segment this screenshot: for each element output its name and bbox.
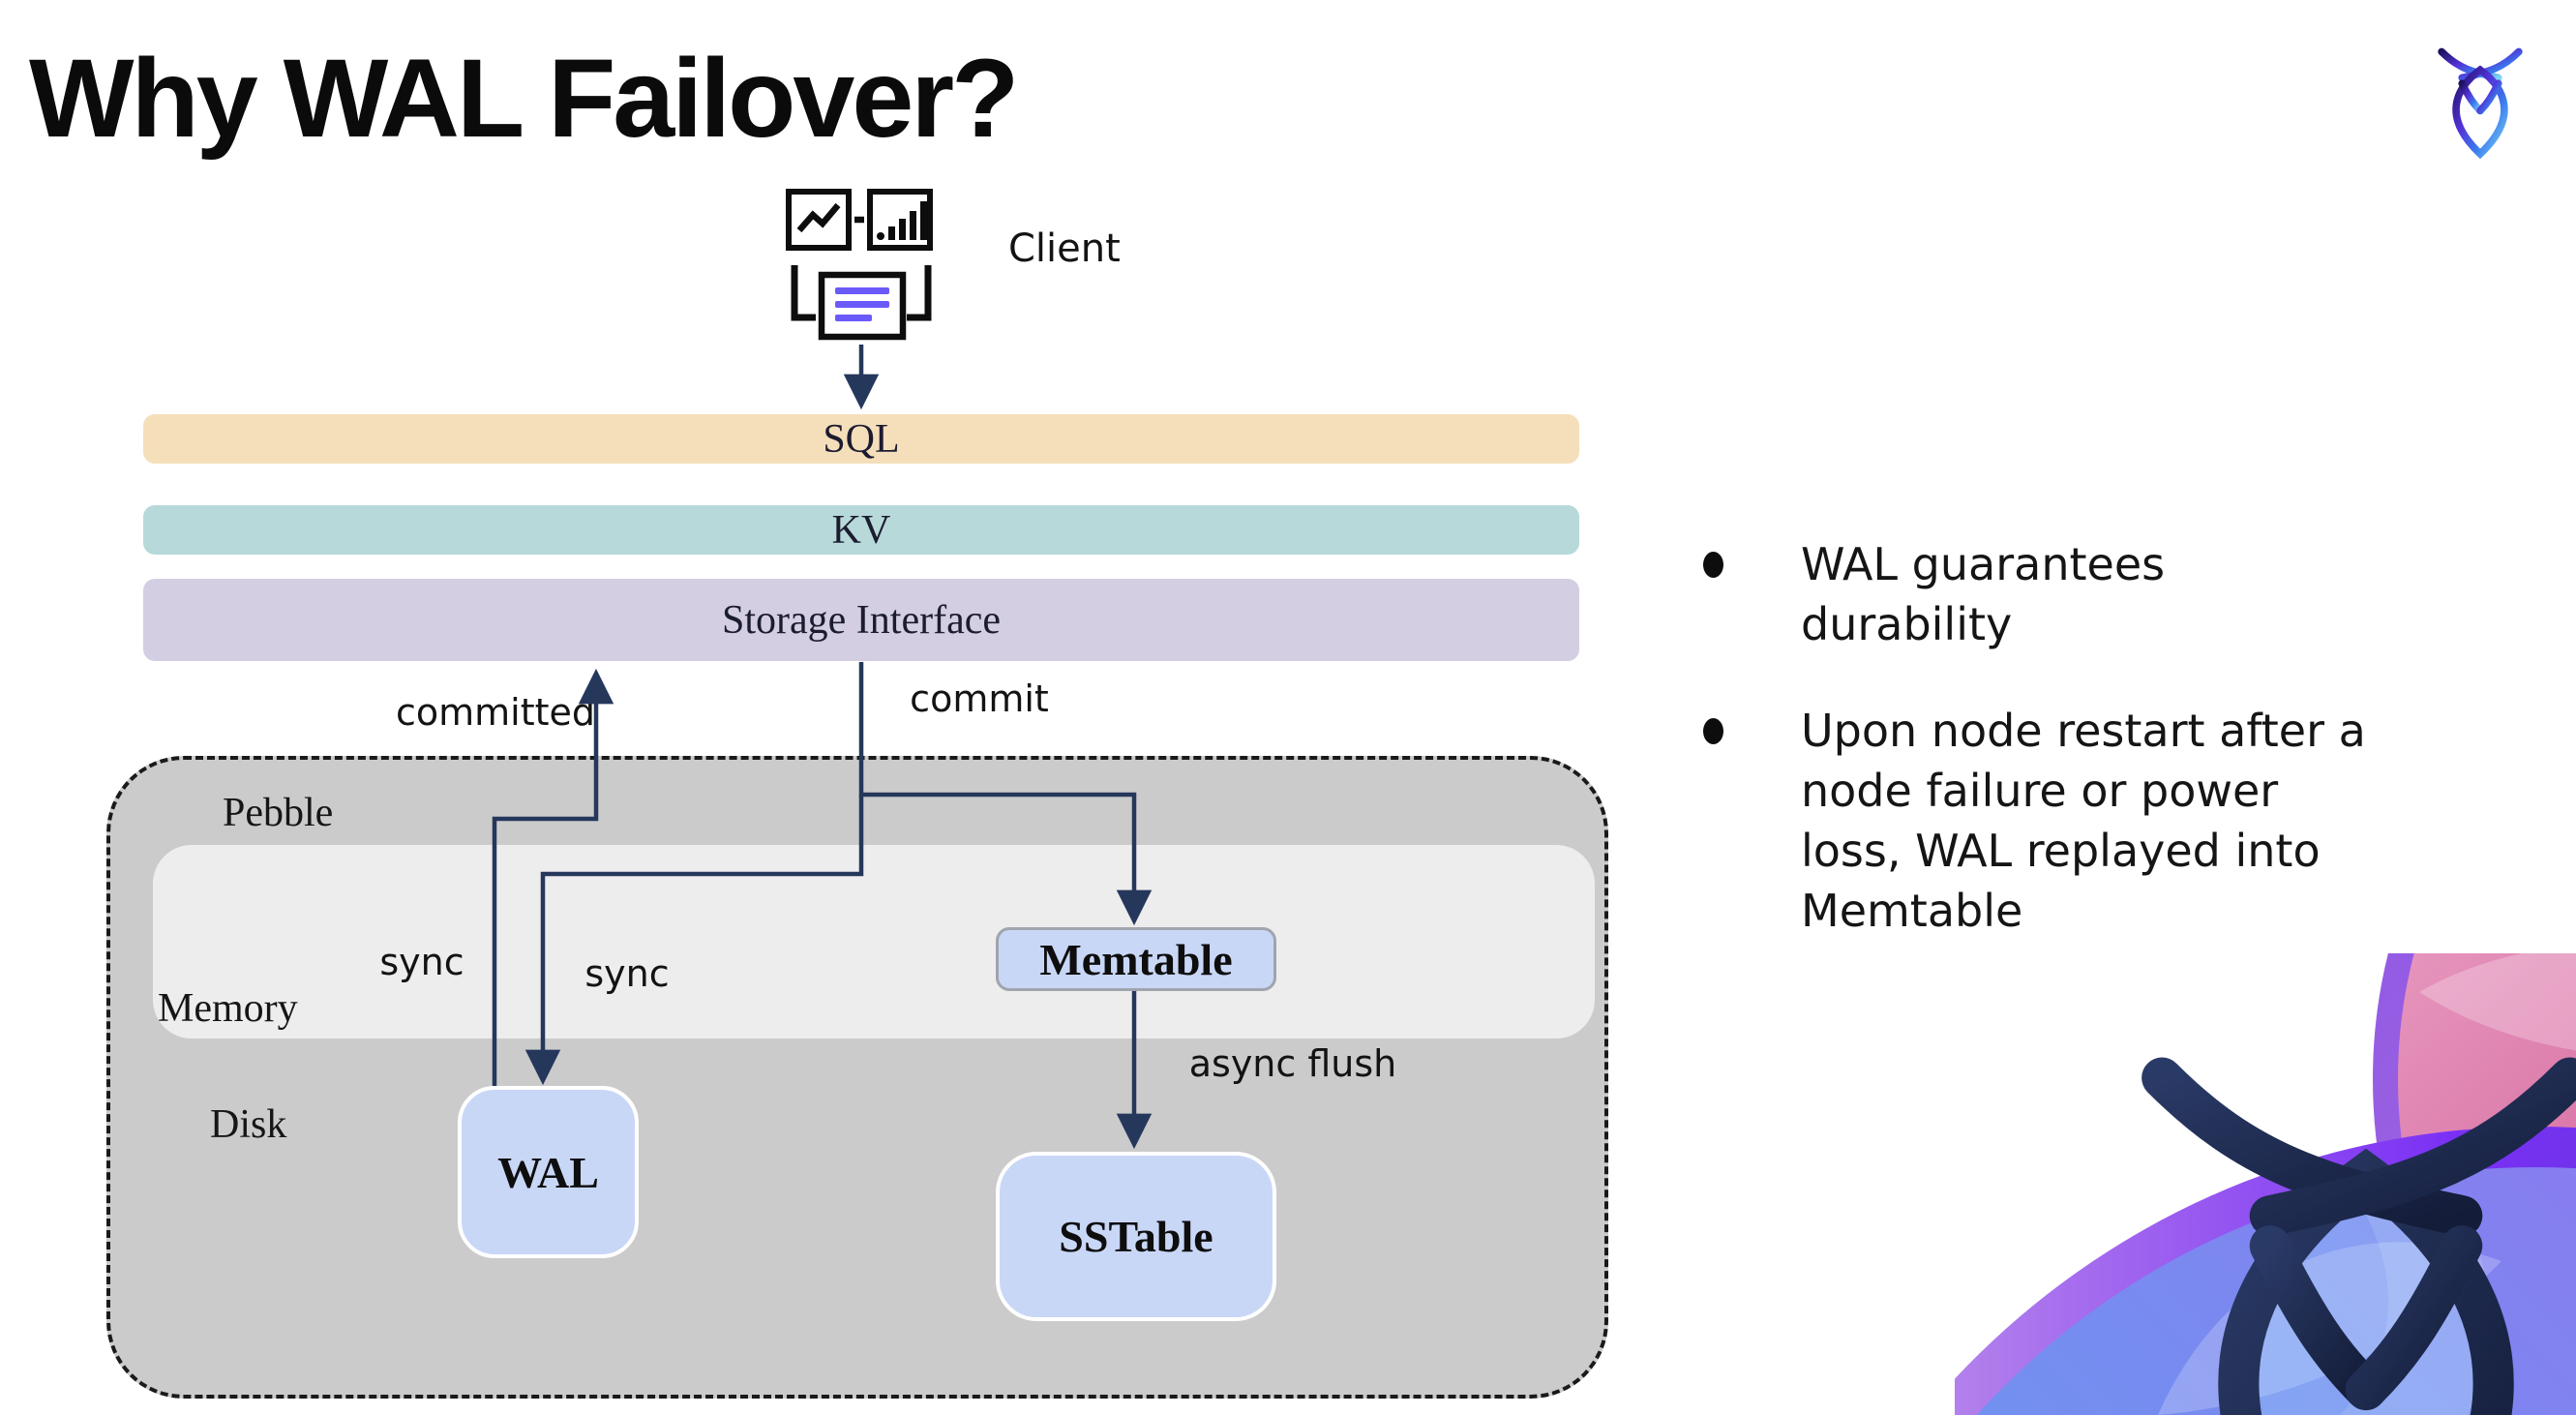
bullet-text: Upon node restart after a node failure o… (1801, 705, 2366, 937)
wal-node-label: WAL (497, 1147, 599, 1197)
layer-sql: SQL (143, 414, 1579, 464)
pink-circle-ring (2373, 953, 2530, 1415)
edge-label-commit: commit (910, 677, 1049, 720)
layer-kv-label: KV (831, 507, 891, 553)
layer-storage-interface: Storage Interface (143, 579, 1579, 661)
bullet-text: WAL guarantees durability (1801, 538, 2166, 650)
edge-label-async-flush: async flush (1188, 1042, 1397, 1085)
list-item: WAL guarantees durability (1703, 534, 2381, 654)
edge-label-sync-wal: sync (379, 941, 464, 983)
page-title: Why WAL Failover? (29, 37, 1019, 161)
sstable-node: SSTable (996, 1152, 1276, 1321)
bullet-list: WAL guarantees durability Upon node rest… (1703, 534, 2381, 987)
client-terminal-icon (786, 189, 933, 341)
wal-node: WAL (458, 1086, 639, 1258)
pink-highlight (2419, 953, 2576, 1051)
cockroachdb-logo-icon (2438, 47, 2523, 160)
disk-label: Disk (210, 1102, 287, 1147)
memtable-node: Memtable (996, 927, 1276, 991)
layer-sql-label: SQL (823, 416, 900, 462)
list-item: Upon node restart after a node failure o… (1703, 701, 2381, 941)
memtable-node-label: Memtable (1039, 934, 1233, 984)
blue-circle-ring (1955, 1127, 2576, 1415)
bar-chart-bars (877, 201, 927, 240)
client-label: Client (1008, 226, 1121, 271)
sstable-node-label: SSTable (1059, 1212, 1213, 1261)
giant-roach-outline (2142, 1057, 2576, 1415)
cockroachdb-brand-art (1955, 953, 2576, 1415)
edge-label-committed: committed (395, 691, 596, 734)
memory-band (153, 845, 1595, 1039)
bullet-icon (1703, 718, 1723, 744)
memory-label: Memory (158, 986, 298, 1031)
bullet-icon (1703, 552, 1723, 578)
layer-storage-label: Storage Interface (722, 597, 1001, 643)
edge-label-sync-commit: sync (584, 952, 670, 995)
document-lines (835, 287, 889, 321)
bracket-frame (791, 265, 932, 321)
pebble-label: Pebble (223, 791, 334, 835)
layer-kv: KV (143, 505, 1579, 555)
line-chart-icon (786, 189, 852, 251)
